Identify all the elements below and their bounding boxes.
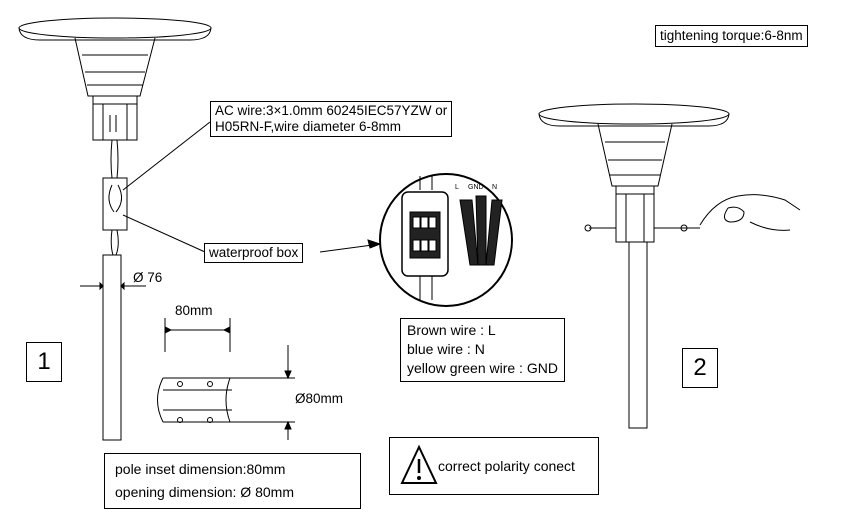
ac-wire-leader: [122, 121, 211, 191]
warning-text: correct polarity conect: [438, 458, 575, 474]
connector-N: N: [492, 184, 498, 191]
ac-wire-line-2: H05RN-F,wire diameter 6-8mm: [215, 119, 402, 134]
connector-detail: [379, 173, 513, 307]
connector-GND: GND: [468, 184, 484, 191]
pole-inset-detail: [157, 318, 295, 440]
pole-info-box: pole inset dimension:80mm opening dimens…: [104, 453, 361, 509]
wire-legend: Brown wire : L blue wire : N yellow gree…: [400, 318, 565, 382]
warning-triangle-icon: [400, 444, 438, 484]
pole-opening-text: opening dimension: Ø 80mm: [115, 484, 294, 500]
connector-L: L: [455, 184, 459, 191]
warning-box: correct polarity conect: [389, 437, 599, 495]
ac-wire-line-1: AC wire:3×1.0mm 60245IEC57YZW or: [215, 103, 448, 118]
step-2-badge: 2: [682, 348, 718, 388]
waterproof-leader: [122, 214, 206, 253]
lamp-2: [538, 103, 801, 429]
wire-blue: blue wire : N: [407, 341, 485, 357]
step-2-number: 2: [693, 354, 707, 381]
lamp-1: [18, 17, 212, 441]
waterproof-box-label: waterproof box: [204, 243, 304, 263]
dim-phi-80-label: Ø80mm: [295, 391, 344, 406]
diameter-76-label: Ø 76: [133, 270, 163, 285]
dim-80mm-label: 80mm: [175, 303, 213, 318]
wire-yellow-green: yellow green wire : GND: [407, 360, 558, 376]
torque-label: tightening torque:6-8nm: [655, 25, 808, 47]
torque-text: tightening torque:6-8nm: [660, 28, 803, 43]
waterproof-box-text: waterproof box: [209, 245, 299, 260]
step-1-number: 1: [37, 348, 51, 375]
pole-inset-text: pole inset dimension:80mm: [115, 461, 286, 477]
step-1-badge: 1: [26, 342, 62, 382]
ac-wire-label: AC wire:3×1.0mm 60245IEC57YZW or H05RN-F…: [210, 101, 453, 137]
wire-brown: Brown wire : L: [407, 322, 496, 338]
